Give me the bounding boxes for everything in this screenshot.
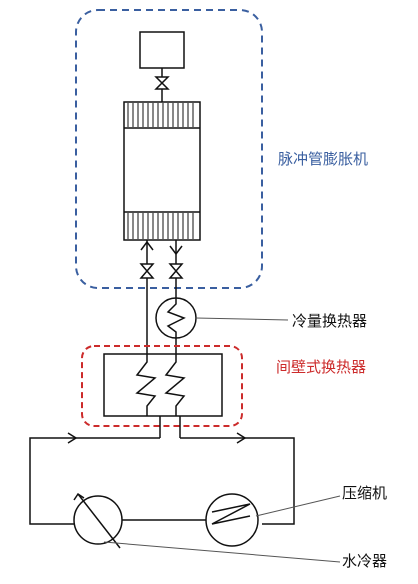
needle-valve — [154, 76, 170, 90]
cold-hx-leader — [195, 317, 289, 321]
right-valve — [168, 263, 184, 279]
left-valve — [139, 263, 155, 279]
recuperator-box — [103, 353, 223, 417]
coil — [166, 298, 186, 338]
reservoir — [139, 31, 185, 69]
top-heat-exchanger-hatch — [127, 103, 194, 127]
pulse-tube-body — [123, 101, 201, 241]
water-cooler-leader — [103, 541, 341, 563]
loop-arrow-right — [236, 432, 247, 444]
label-cold-heat-exchanger: 冷量换热器 — [292, 312, 367, 330]
label-water-cooler: 水冷器 — [342, 552, 387, 570]
flow-down-arrow — [169, 245, 183, 256]
recuperator-zigzag-left — [135, 354, 157, 416]
label-recuperative-heat-exchanger: 间壁式换热器 — [276, 358, 366, 376]
recuperator-zigzag-right — [164, 354, 186, 416]
bottom-heat-exchanger-hatch — [127, 213, 194, 239]
loop-right-top — [180, 437, 295, 525]
compressor-leader — [255, 495, 341, 517]
recuperator-frame — [81, 345, 243, 427]
expander-frame — [75, 9, 263, 289]
loop-arrow-left — [67, 432, 78, 444]
loop-left-top — [29, 437, 160, 525]
compressor-zigzag — [211, 503, 251, 525]
label-pulse-tube-expander: 脉冲管膨胀机 — [278, 150, 368, 168]
label-compressor: 压缩机 — [342, 484, 387, 502]
water-cooler-arrow — [77, 493, 121, 549]
flow-up-arrow — [140, 240, 154, 251]
